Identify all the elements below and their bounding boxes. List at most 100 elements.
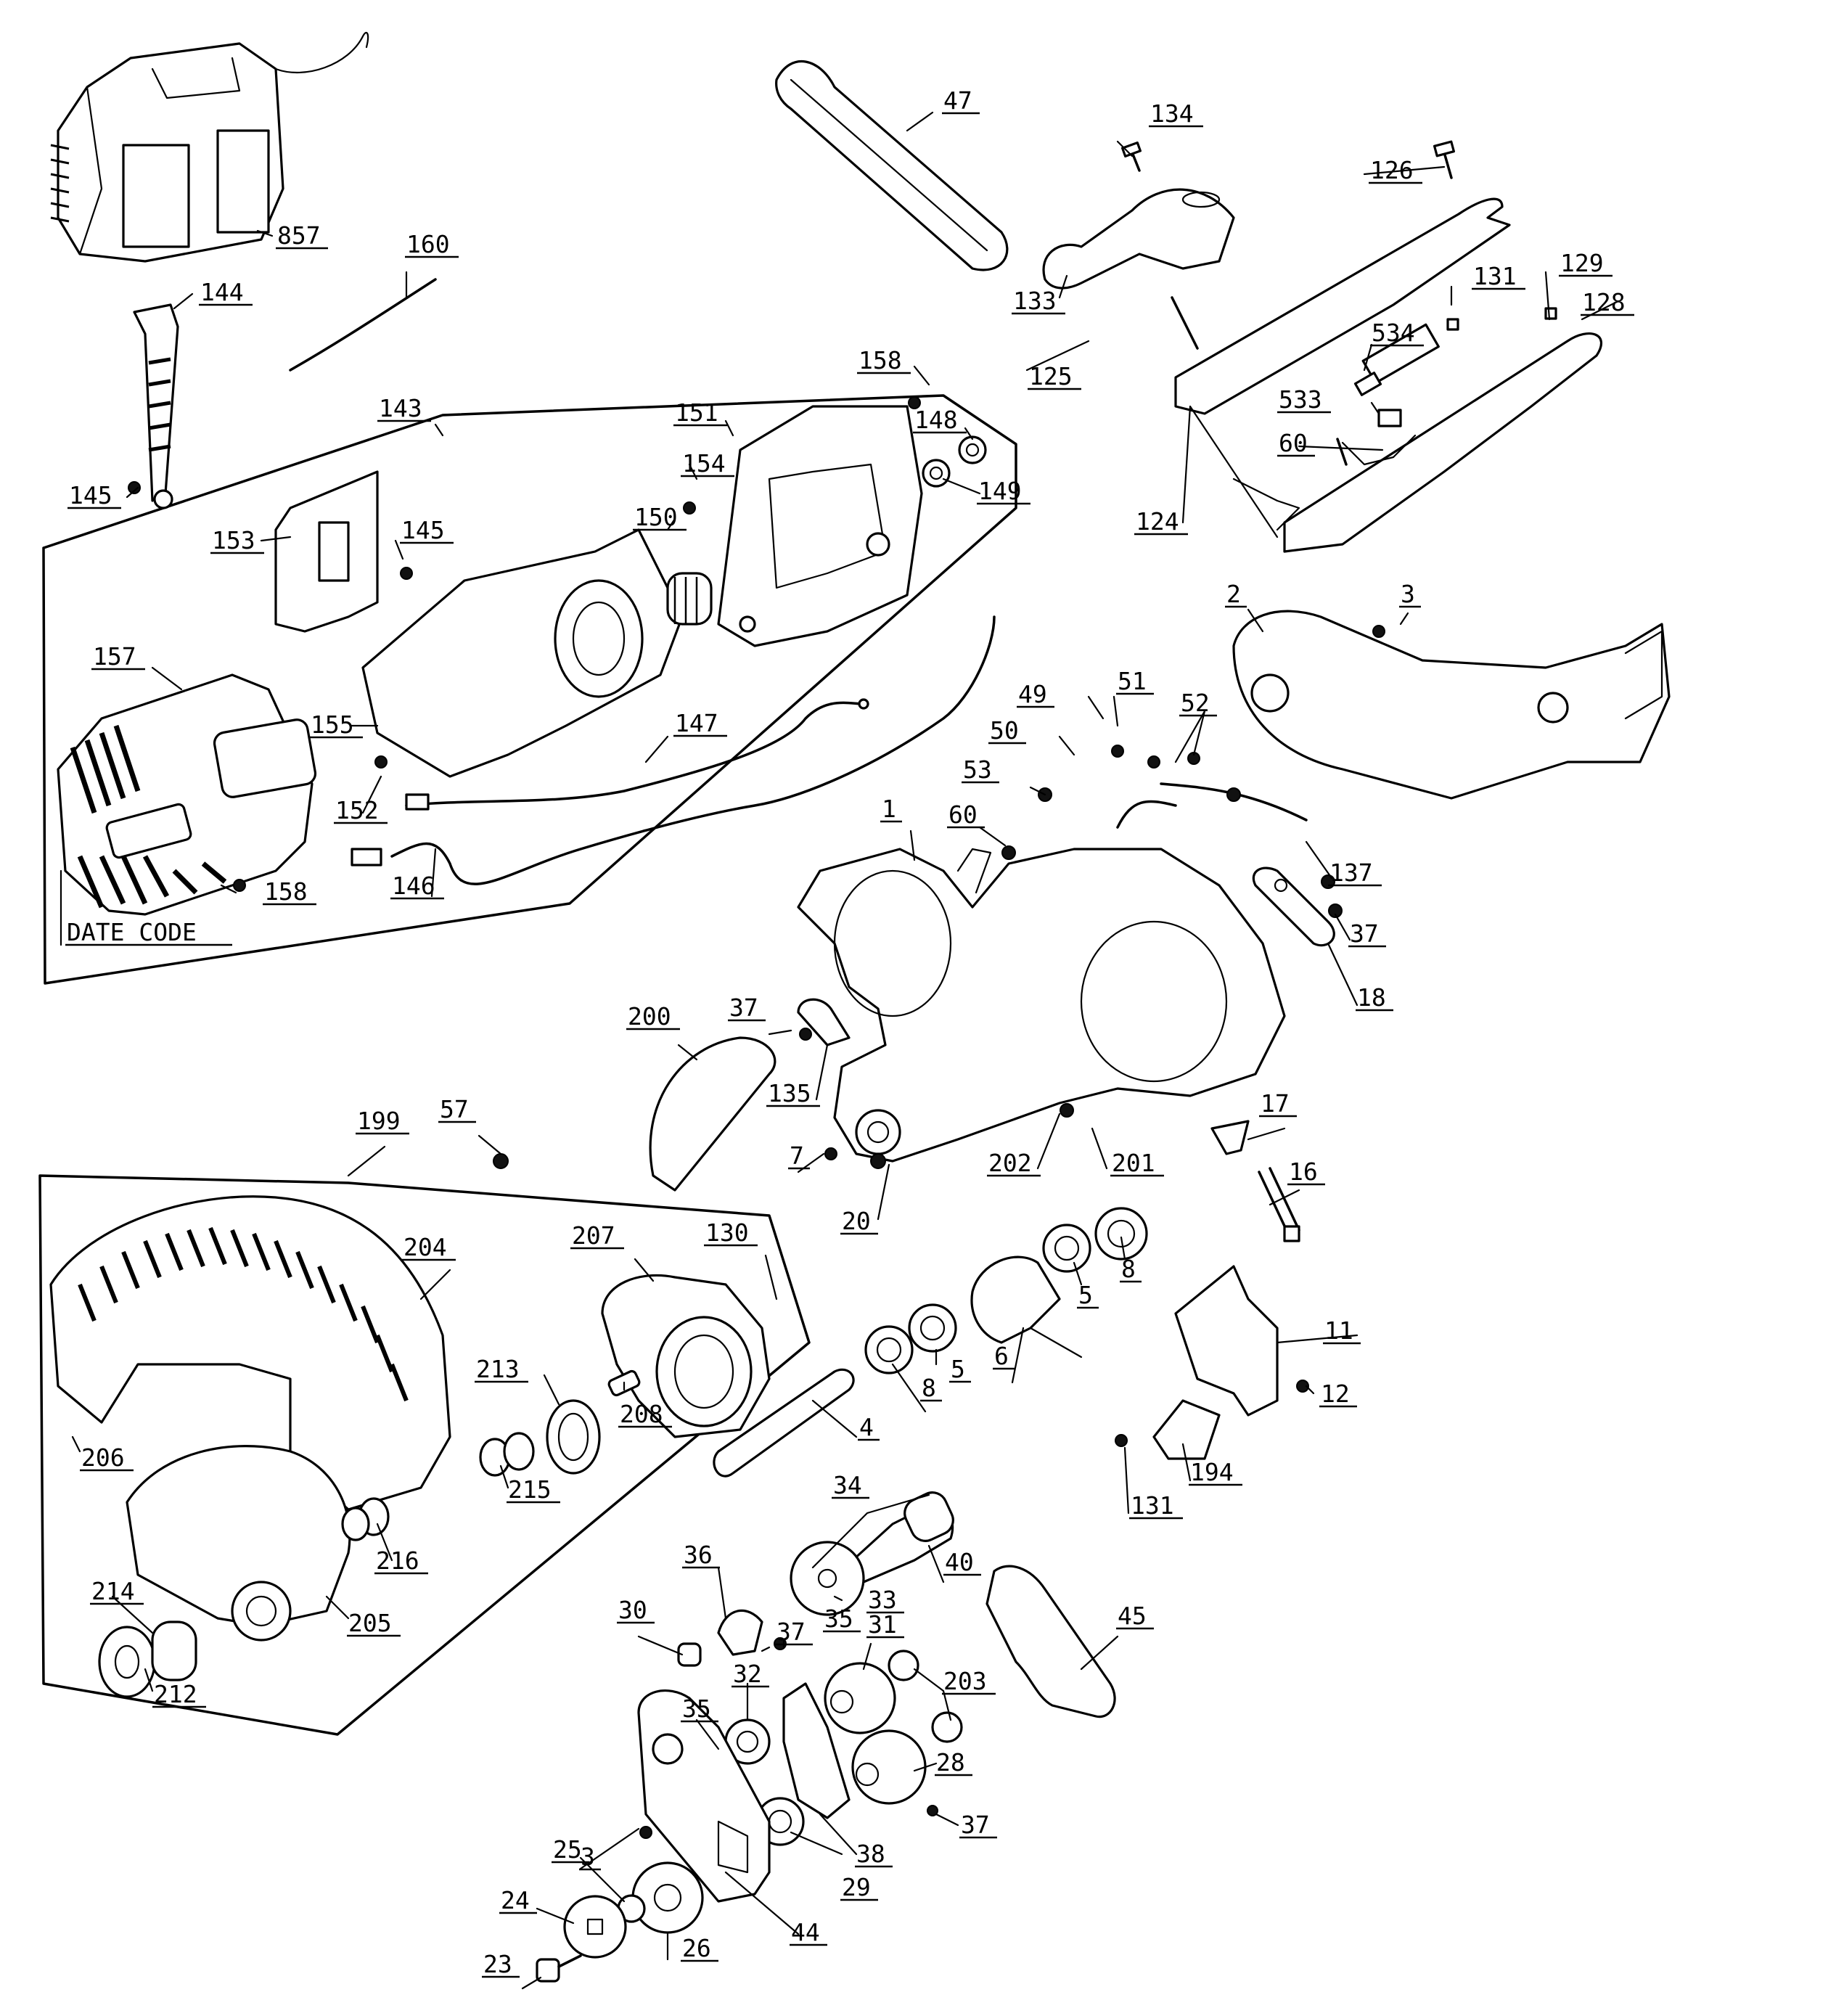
part-label: 34 xyxy=(832,1471,869,1499)
part-label: 29 xyxy=(840,1873,878,1901)
wire-160 xyxy=(289,278,437,372)
part-label: 47 xyxy=(942,86,980,115)
svg-text:6: 6 xyxy=(994,1342,1009,1370)
motor-group-143-outline xyxy=(42,394,1017,985)
svg-text:30: 30 xyxy=(618,1596,647,1624)
svg-text:153: 153 xyxy=(212,526,255,554)
part-label: 143 xyxy=(377,394,431,422)
part-label: 12 xyxy=(1319,1380,1357,1408)
svg-text:533: 533 xyxy=(1279,385,1322,414)
part-label: 146 xyxy=(390,872,444,900)
cord-strap-144 xyxy=(133,303,179,509)
svg-text:124: 124 xyxy=(1136,507,1179,536)
svg-text:155: 155 xyxy=(311,710,354,739)
leader-lines xyxy=(71,111,1620,1990)
svg-text:35: 35 xyxy=(682,1695,711,1723)
svg-text:29: 29 xyxy=(842,1873,871,1901)
part-label: 23 xyxy=(482,1950,520,1978)
nut-149 xyxy=(922,459,951,488)
part-label: 2 xyxy=(1225,580,1247,608)
part-label: 147 xyxy=(673,709,727,737)
svg-text:37: 37 xyxy=(1350,919,1379,948)
part-label: 37 xyxy=(775,1618,813,1646)
gear-28 xyxy=(851,1729,927,1805)
part-label: 151 xyxy=(673,398,727,427)
part-label: 18 xyxy=(1356,983,1393,1012)
part-label: 214 xyxy=(90,1577,144,1605)
svg-text:128: 128 xyxy=(1582,288,1626,316)
svg-text:150: 150 xyxy=(634,503,678,531)
svg-text:34: 34 xyxy=(833,1471,862,1499)
svg-text:12: 12 xyxy=(1321,1380,1350,1408)
svg-text:11: 11 xyxy=(1324,1316,1353,1345)
svg-text:216: 216 xyxy=(376,1546,419,1575)
part-label: 35 xyxy=(681,1695,718,1723)
part-label: 131 xyxy=(1129,1491,1183,1520)
part-label: 201 xyxy=(1110,1149,1164,1177)
part-label: 204 xyxy=(402,1233,456,1261)
svg-text:60: 60 xyxy=(948,800,978,829)
part-label: 203 xyxy=(942,1667,996,1695)
date-code-label: DATE CODE xyxy=(60,869,232,946)
part-label: 128 xyxy=(1581,288,1634,316)
part-label: 857 xyxy=(276,221,328,250)
part-label: 144 xyxy=(199,278,253,306)
part-label: 129 xyxy=(1559,249,1613,277)
screw-126 xyxy=(1433,140,1456,179)
svg-text:126: 126 xyxy=(1370,156,1414,184)
svg-text:8: 8 xyxy=(922,1374,936,1402)
svg-text:45: 45 xyxy=(1118,1602,1147,1630)
screw-23 xyxy=(536,1954,582,1983)
gasket-45 xyxy=(985,1565,1116,1718)
arm-casting-1 xyxy=(797,848,1286,1163)
svg-text:3: 3 xyxy=(1401,580,1415,608)
part-labels: 857 47 134 126 144 160 133 131 129 128 5… xyxy=(67,86,1634,1978)
svg-text:1: 1 xyxy=(882,795,896,823)
gearcase-44 xyxy=(637,1689,771,1903)
part-label: 3 xyxy=(1399,580,1421,608)
spring-clip-17 xyxy=(1210,1120,1250,1155)
part-label: 150 xyxy=(633,503,687,531)
part-label: 149 xyxy=(977,477,1030,505)
svg-text:38: 38 xyxy=(856,1840,885,1868)
latch-lever-18 xyxy=(1252,866,1335,947)
part-label: 216 xyxy=(374,1546,428,1575)
svg-text:24: 24 xyxy=(501,1886,530,1914)
part-label: 37 xyxy=(728,993,766,1022)
part-label: 17 xyxy=(1259,1089,1297,1118)
svg-text:133: 133 xyxy=(1013,287,1057,315)
part-label: 7 xyxy=(788,1142,810,1170)
part-label: 20 xyxy=(840,1207,878,1235)
svg-text:50: 50 xyxy=(990,716,1019,745)
svg-text:4: 4 xyxy=(859,1413,874,1441)
part-label: 45 xyxy=(1116,1602,1154,1630)
svg-text:148: 148 xyxy=(914,406,958,434)
bracket-11 xyxy=(1174,1265,1279,1417)
part-label: 33 xyxy=(866,1586,904,1614)
small-handle-parts xyxy=(1171,296,1557,466)
motor-assembly-150 xyxy=(361,528,713,778)
svg-text:857: 857 xyxy=(277,221,321,250)
part-label: 5 xyxy=(949,1355,971,1383)
svg-text:16: 16 xyxy=(1289,1157,1318,1186)
svg-text:200: 200 xyxy=(628,1002,671,1030)
part-label: 534 xyxy=(1370,319,1424,347)
guard-mount-207 xyxy=(601,1274,771,1438)
svg-text:32: 32 xyxy=(733,1660,762,1688)
part-label: 160 xyxy=(405,230,459,258)
part-label: 208 xyxy=(618,1400,672,1428)
bearing-5-lower xyxy=(908,1303,957,1353)
svg-text:130: 130 xyxy=(705,1218,749,1247)
svg-text:154: 154 xyxy=(682,449,726,478)
bushing-30 xyxy=(677,1642,702,1667)
svg-text:DATE CODE: DATE CODE xyxy=(67,918,197,946)
svg-text:149: 149 xyxy=(978,477,1022,505)
svg-text:31: 31 xyxy=(868,1610,897,1639)
part-label: 44 xyxy=(790,1918,827,1946)
bearing-5-upper xyxy=(1042,1224,1091,1273)
svg-text:135: 135 xyxy=(768,1079,811,1107)
part-label: 200 xyxy=(626,1002,680,1030)
battery-pack-857 xyxy=(50,31,369,263)
part-label: 37 xyxy=(959,1811,997,1839)
part-label: 137 xyxy=(1328,859,1382,887)
